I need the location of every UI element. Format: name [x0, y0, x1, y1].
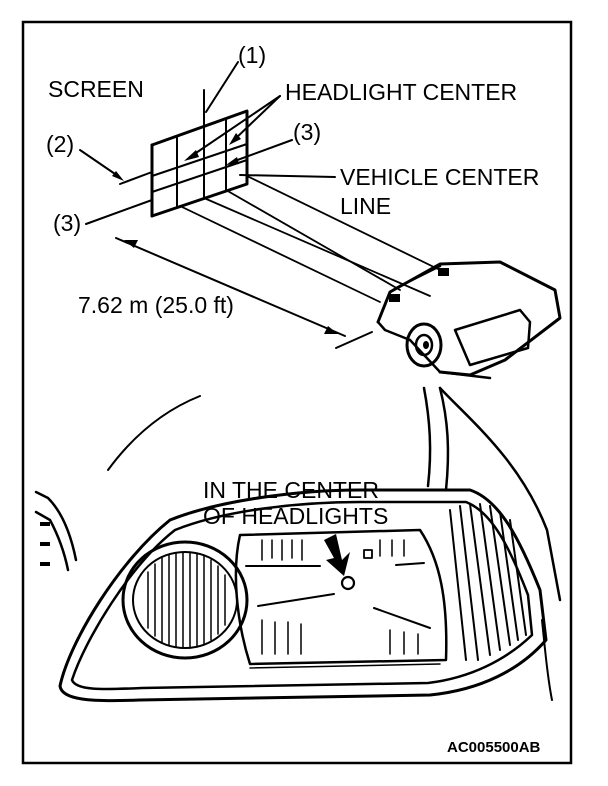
- side-lamp-ribs: [449, 503, 527, 661]
- vehicle-illustration: [376, 260, 562, 380]
- lens-hatching: [245, 539, 441, 669]
- distance-label: 7.62 m (25.0 ft): [78, 292, 234, 318]
- callout-3-lower: (3): [53, 210, 81, 236]
- callout-2: (2): [46, 131, 74, 157]
- round-lamp: [121, 540, 249, 660]
- screen-panel: [150, 109, 249, 218]
- vehicle-center-line-label-2: LINE: [340, 193, 391, 219]
- in-the-center-label-1: IN THE CENTER: [203, 477, 379, 503]
- vehicle-center-line-label: VEHICLE CENTER: [340, 164, 539, 190]
- headlight-center-marker: [340, 575, 356, 591]
- aiming-setup-illustration: SCREEN (1) HEADLIGHT CENTER (2) (3) (3) …: [46, 42, 562, 380]
- headlight-closeup-illustration: IN THE CENTER OF HEADLIGHTS: [34, 386, 562, 703]
- in-the-center-label-2: OF HEADLIGHTS: [203, 503, 388, 529]
- callout-1: (1): [238, 42, 266, 68]
- figure-code: AC005500AB: [447, 739, 541, 756]
- headlight-center-label: HEADLIGHT CENTER: [285, 79, 517, 105]
- callout-3-upper: (3): [293, 119, 321, 145]
- figure-frame: [21, 20, 573, 765]
- center-pointer-arrow: [324, 534, 350, 576]
- screen-label: SCREEN: [48, 76, 144, 102]
